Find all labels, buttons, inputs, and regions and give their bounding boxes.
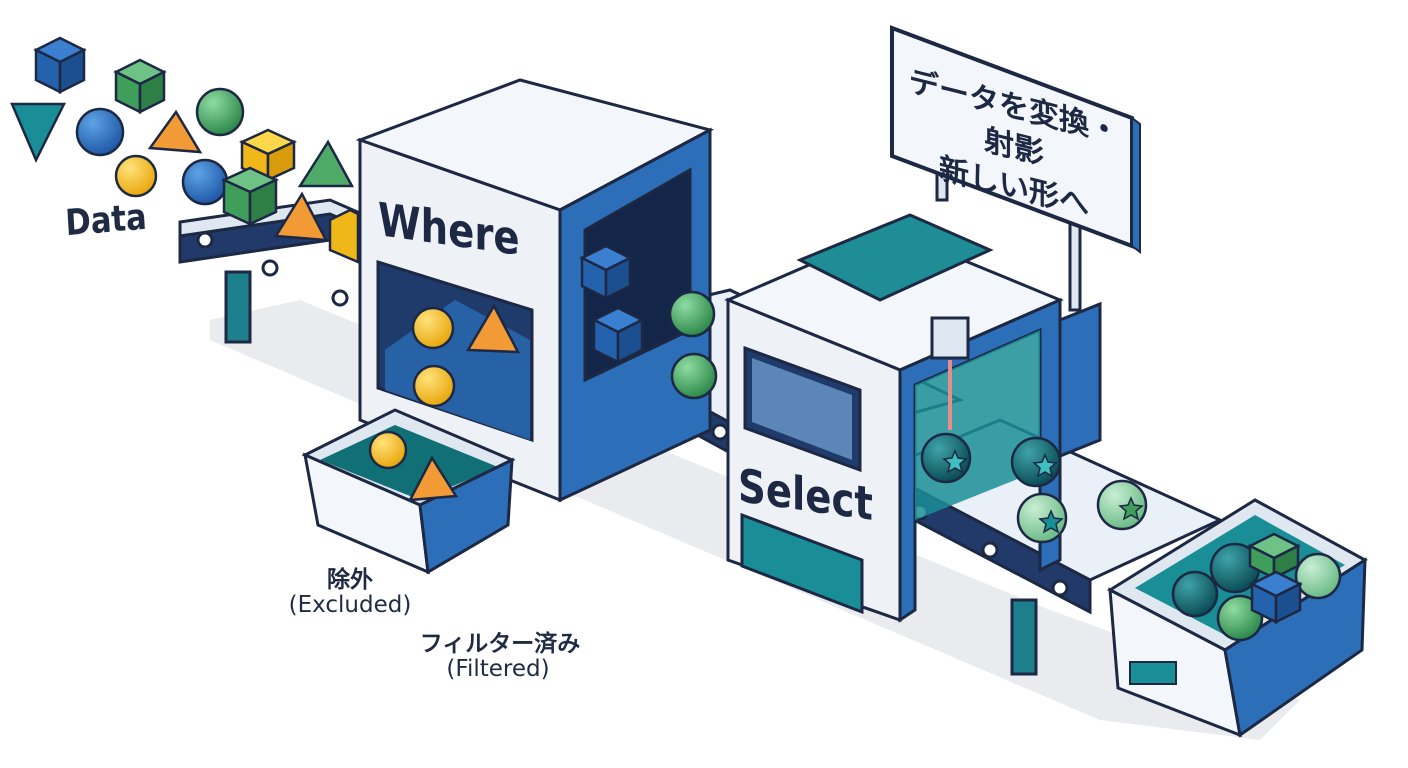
cube-icon [328, 208, 360, 264]
sphere-icon [75, 107, 125, 157]
pyramid-icon [407, 455, 459, 502]
excluded-bin [301, 408, 516, 575]
sphere-icon [195, 87, 245, 137]
filtered-shapes [579, 244, 718, 400]
pyramid-icon [147, 109, 203, 154]
sphere-icon [670, 352, 718, 400]
where-sorted-shapes [411, 303, 521, 408]
sphere-icon [114, 154, 158, 198]
sphere-icon [412, 364, 456, 408]
transformed-shapes [920, 432, 1148, 544]
transform-sign [890, 25, 1141, 312]
side-unit [1058, 301, 1102, 459]
incoming-data-shapes [10, 36, 360, 264]
filtered-label-en: (Filtered) [446, 656, 550, 682]
cube-icon [1247, 532, 1301, 581]
data-label: Data [64, 196, 148, 245]
excluded-shapes [368, 430, 459, 502]
select-machine [724, 213, 1064, 623]
cube-icon [113, 58, 167, 115]
cube-icon [579, 244, 633, 301]
pyramid-icon [10, 102, 67, 163]
cube-icon [1249, 570, 1303, 625]
sphere-icon [1171, 570, 1219, 618]
cube-icon [221, 166, 279, 226]
cube-icon [33, 36, 87, 95]
excluded-label-en: (Excluded) [288, 592, 412, 618]
sphere-icon [181, 158, 229, 206]
pyramid-icon [297, 139, 355, 188]
pyramid-icon [465, 303, 521, 354]
sphere-icon [668, 290, 716, 338]
left-conveyor [178, 198, 562, 344]
cube-icon [591, 306, 645, 365]
pyramid-icon [273, 191, 329, 242]
sphere-icon [368, 430, 408, 470]
star-sphere-icon [1294, 552, 1342, 600]
excluded-label-jp: 除外 [327, 567, 373, 593]
filtered-label-jp: フィルター済み [419, 631, 581, 657]
output-shapes [1171, 532, 1342, 642]
sphere-icon [411, 306, 455, 350]
